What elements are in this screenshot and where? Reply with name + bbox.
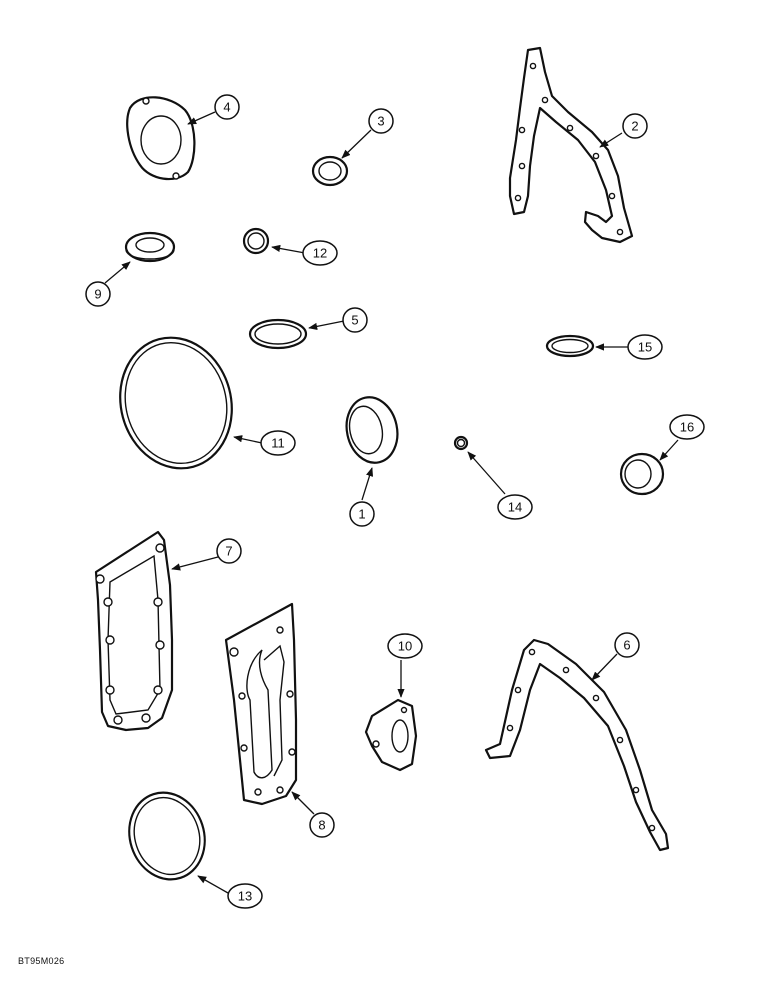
callout-4: 4 (214, 94, 240, 120)
leader-7 (171, 556, 219, 571)
callout-15: 15 (627, 334, 663, 360)
callout-9: 9 (85, 281, 111, 307)
part-3-seal-ring (311, 155, 349, 187)
part-16-seal (619, 452, 665, 496)
callout-4-label: 4 (223, 100, 230, 115)
callout-7: 7 (216, 538, 242, 564)
callout-11: 11 (260, 430, 296, 456)
callout-10-label: 10 (398, 639, 412, 654)
callout-14-label: 14 (508, 500, 522, 515)
callout-12-label: 12 (313, 246, 327, 261)
leader-6 (591, 653, 618, 681)
leader-16 (659, 439, 679, 461)
part-9-thick-seal (124, 231, 176, 263)
callout-8-label: 8 (318, 818, 325, 833)
leader-5 (308, 320, 345, 330)
callout-13-label: 13 (238, 889, 252, 904)
callout-3: 3 (368, 108, 394, 134)
callout-16-label: 16 (680, 420, 694, 435)
part-1-seal (345, 396, 399, 464)
part-7-cover-gasket (94, 530, 174, 732)
part-11-large-ring-gasket (119, 336, 233, 470)
leader-4 (187, 111, 216, 125)
callout-15-label: 15 (638, 340, 652, 355)
callout-2: 2 (622, 113, 648, 139)
callout-5: 5 (342, 307, 368, 333)
leader-12 (271, 244, 306, 254)
callout-6: 6 (614, 632, 640, 658)
callout-1-label: 1 (358, 507, 365, 522)
callout-8: 8 (309, 812, 335, 838)
part-6-rear-gasket (484, 638, 670, 852)
callout-9-label: 9 (94, 287, 101, 302)
callout-5-label: 5 (351, 313, 358, 328)
part-8-cooler-cover-gasket (224, 602, 298, 806)
leader-lines (104, 111, 679, 894)
callout-6-label: 6 (623, 638, 630, 653)
leader-11 (233, 435, 263, 444)
leader-9 (104, 261, 131, 284)
part-4-oval-flange-gasket (126, 96, 196, 181)
part-14-tiny-o-ring (453, 435, 469, 451)
leader-8 (291, 791, 315, 815)
part-13-large-o-ring (128, 791, 206, 881)
callout-12: 12 (302, 240, 338, 266)
figure-reference-code: BT95M026 (18, 956, 65, 966)
callout-16: 16 (669, 414, 705, 440)
part-2-front-cover-gasket (508, 46, 634, 244)
leader-14 (467, 451, 506, 495)
callout-7-label: 7 (225, 544, 232, 559)
callout-14: 14 (497, 494, 533, 520)
callout-13: 13 (227, 883, 263, 909)
leader-3 (341, 129, 372, 159)
callout-1: 1 (349, 501, 375, 527)
leader-2 (599, 132, 623, 148)
callout-10: 10 (387, 633, 423, 659)
callout-11-label: 11 (271, 436, 285, 451)
part-5-o-ring (248, 318, 308, 350)
leader-13 (197, 875, 229, 894)
callout-3-label: 3 (377, 114, 384, 129)
part-10-plate-gasket (364, 698, 418, 772)
leader-1 (361, 467, 374, 501)
part-15-o-ring (545, 334, 595, 358)
callout-2-label: 2 (631, 119, 638, 134)
part-12-small-o-ring (242, 227, 270, 255)
